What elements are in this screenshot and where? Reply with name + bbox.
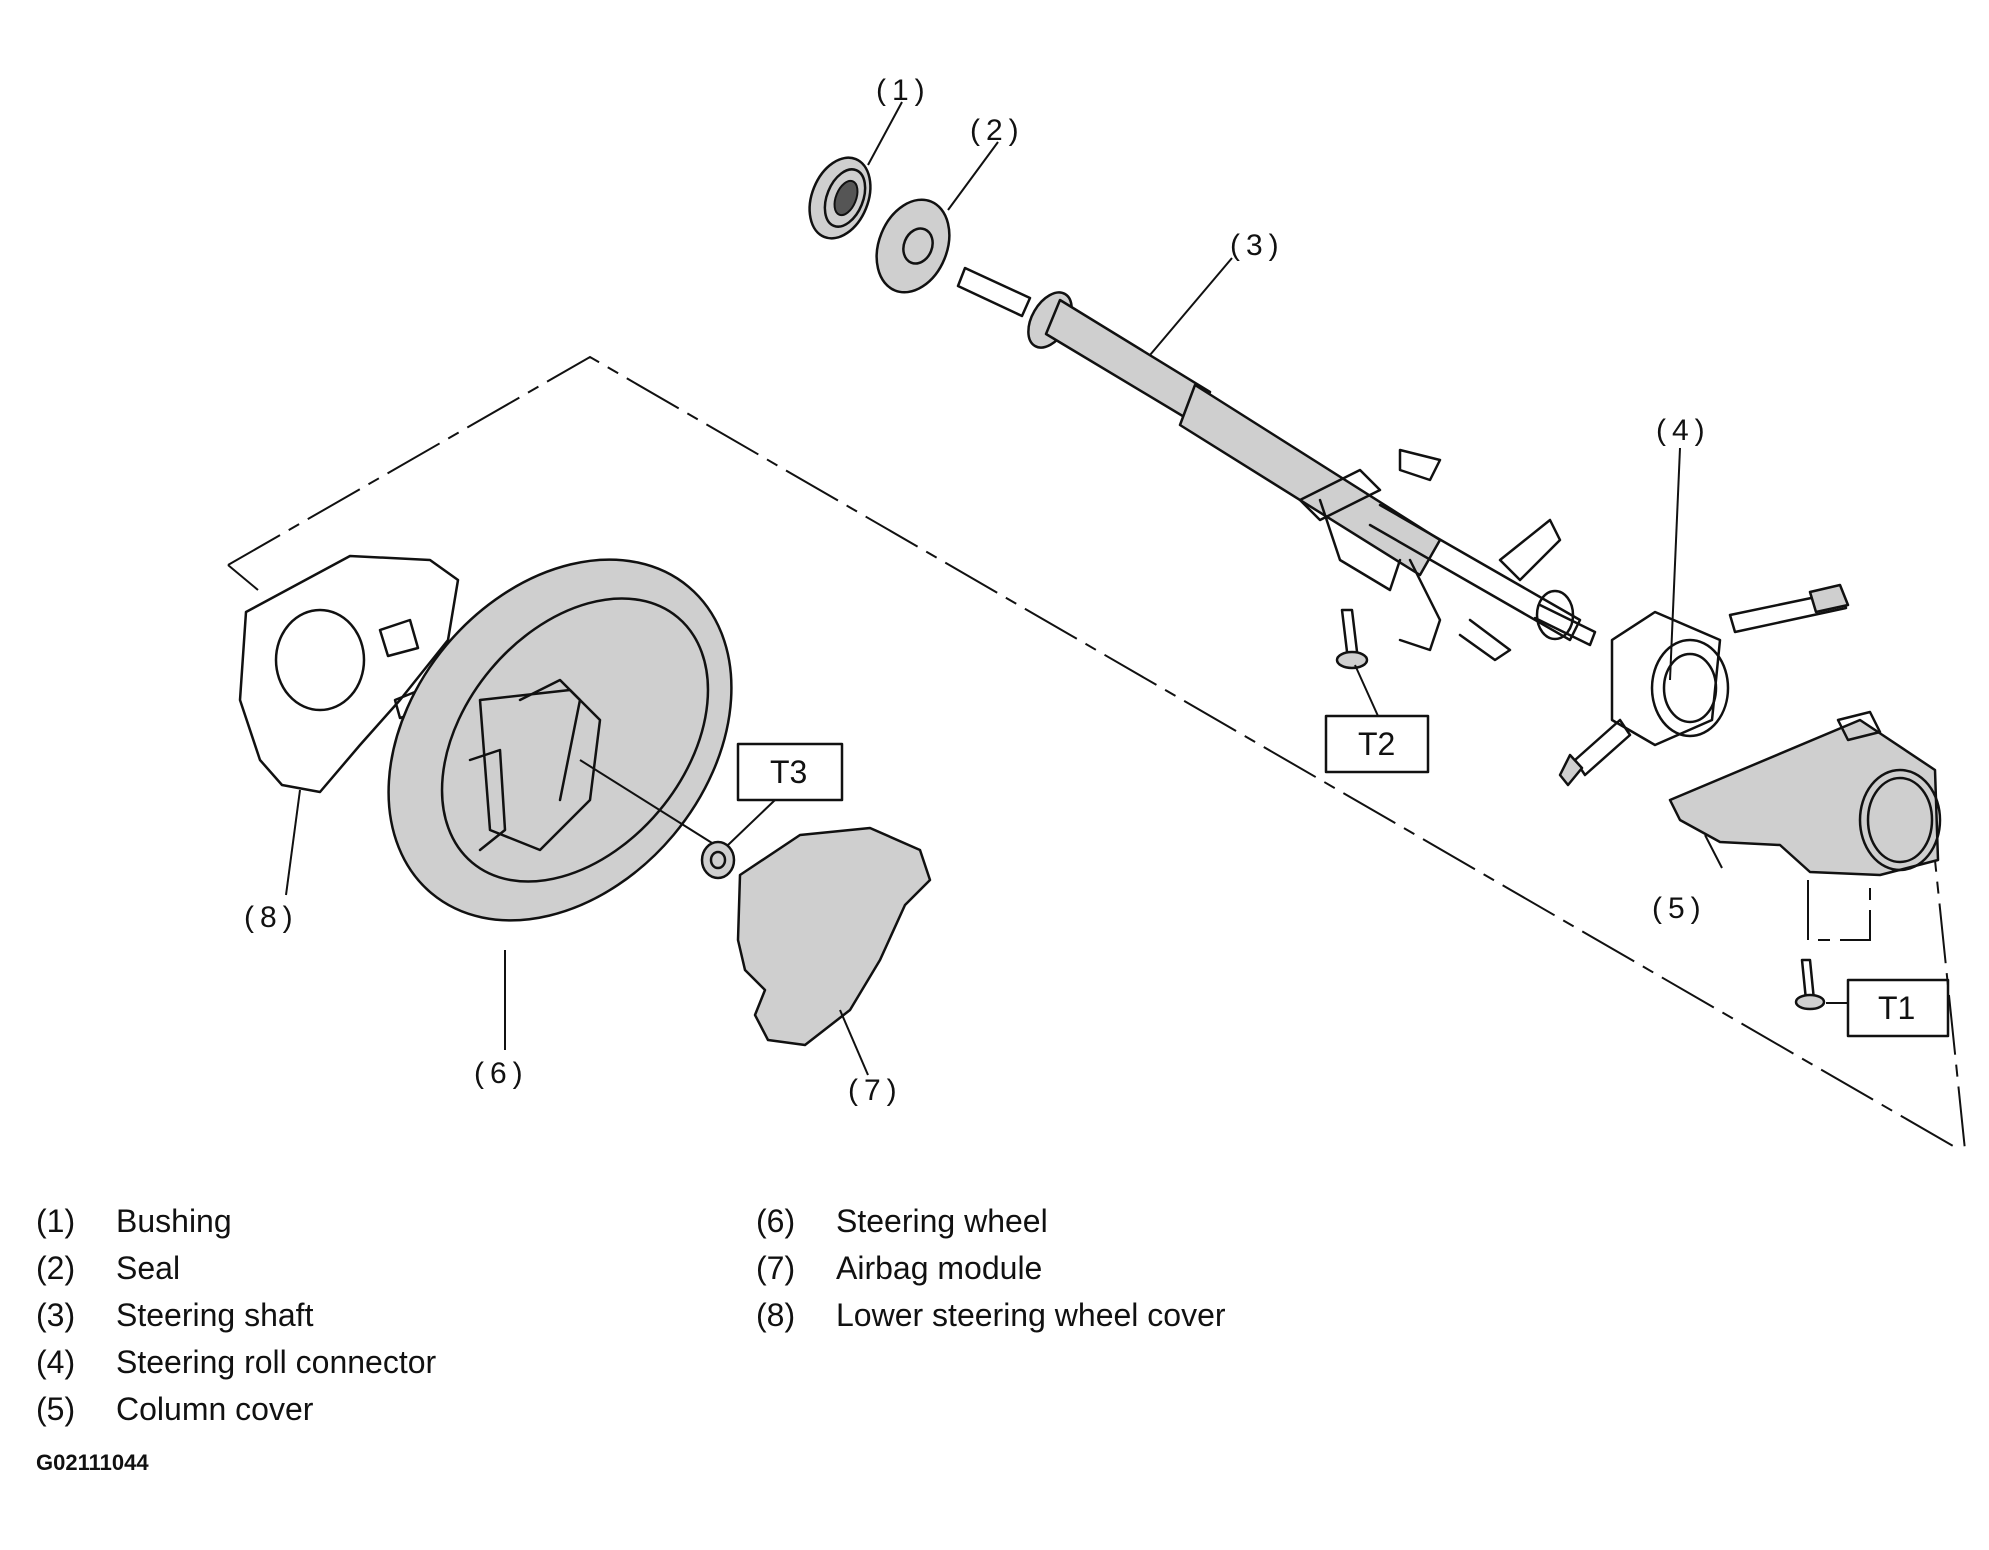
legend-item: (7) Airbag module <box>756 1245 1226 1292</box>
legend-item-number: (6) <box>756 1203 796 1239</box>
legend-item-name: Steering roll connector <box>116 1344 437 1380</box>
callout-1: (1) <box>876 74 931 107</box>
t1-box <box>1846 978 1950 1038</box>
leader-lines <box>285 101 1723 1076</box>
legend-item: (8) Lower steering wheel cover <box>756 1292 1226 1339</box>
legend-item-number: (7) <box>756 1250 796 1286</box>
legend-item-number: (3) <box>36 1297 76 1333</box>
torque-label-t1: T1 <box>1878 990 1915 1026</box>
steering-wheel-part <box>387 558 733 922</box>
t3-box <box>736 742 844 802</box>
legend-item: (1) Bushing <box>36 1198 436 1245</box>
legend-item-number: (8) <box>756 1297 796 1333</box>
torque-label-t3: T3 <box>770 754 807 790</box>
callout-2: (2) <box>970 114 1025 147</box>
callout-5: (5) <box>1652 892 1707 925</box>
legend-item-number: (1) <box>36 1203 76 1239</box>
legend-item: (4) Steering roll connector <box>36 1339 436 1386</box>
column-cover-part <box>1668 710 1942 941</box>
callout-8: (8) <box>244 901 299 934</box>
legend-item: (3) Steering shaft <box>36 1292 436 1339</box>
legend-item-number: (4) <box>36 1344 76 1380</box>
airbag-module-part <box>736 826 932 1047</box>
t3-nut <box>700 799 776 880</box>
callout-3: (3) <box>1230 229 1285 262</box>
callout-4: (4) <box>1656 414 1711 447</box>
legend-item-name: Column cover <box>116 1391 314 1427</box>
lower-wheel-cover-part <box>238 554 460 794</box>
legend-item-name: Seal <box>116 1250 181 1286</box>
exploded-diagram: (1) (2) (3) (4) (5) (6) (7) (8) T2 T1 T3 <box>227 74 1966 1151</box>
t2-bolt <box>1335 608 1379 717</box>
legend-right: (6) Steering wheel (7) Airbag module (8) Lowe… <box>756 1198 1226 1339</box>
legend-item-name: Lower steering wheel cover <box>836 1297 1226 1333</box>
legend-item-name: Airbag module <box>836 1250 1043 1286</box>
seal-part <box>875 198 951 294</box>
t2-box <box>1324 714 1430 774</box>
callout-7: (7) <box>848 1074 903 1107</box>
t1-screw <box>1794 958 1848 1011</box>
steering-shaft-part <box>956 266 1597 662</box>
legend-item-number: (2) <box>36 1250 76 1286</box>
legend-left: (1) Bushing (2) Seal (3) Steering shaft (4) Ste… <box>36 1198 436 1433</box>
legend-item: (2) Seal <box>36 1245 436 1292</box>
legend-item-name: Bushing <box>116 1203 232 1239</box>
steering-roll-connector-part <box>1558 583 1850 787</box>
figure-id: G02111044 <box>36 1450 149 1475</box>
legend-item-name: Steering shaft <box>116 1297 314 1333</box>
legend-item: (6) Steering wheel <box>756 1198 1226 1245</box>
torque-label-t2: T2 <box>1358 726 1395 762</box>
legend-item-name: Steering wheel <box>836 1203 1048 1239</box>
bushing-part <box>808 156 872 240</box>
legend-item: (5) Column cover <box>36 1386 436 1433</box>
legend-item-number: (5) <box>36 1391 76 1427</box>
callout-6: (6) <box>474 1057 529 1090</box>
